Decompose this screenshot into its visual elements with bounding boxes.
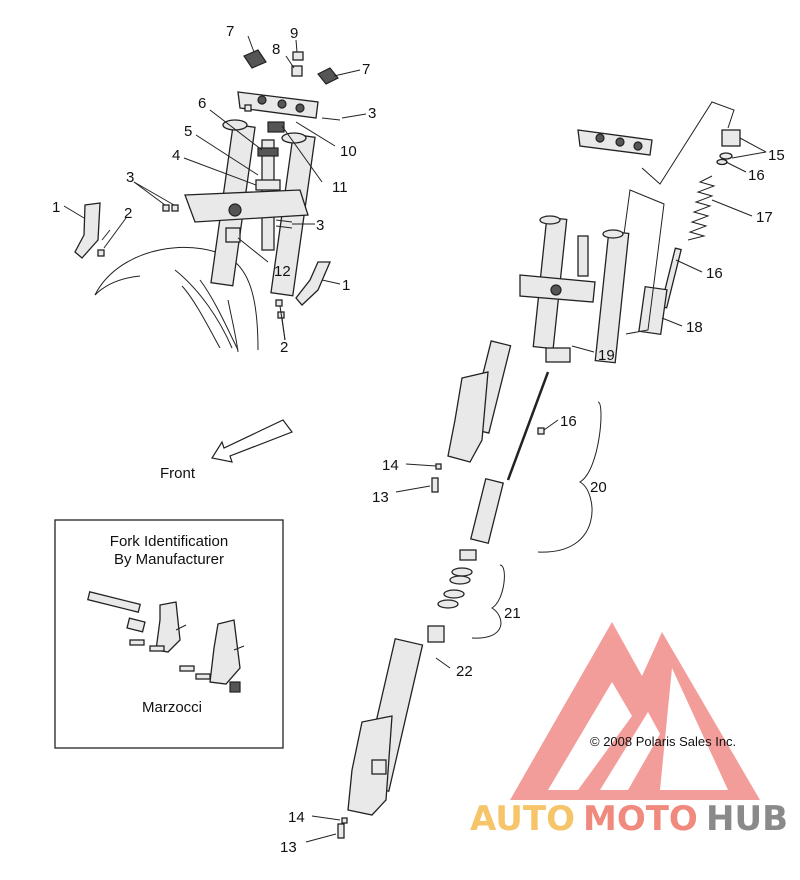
callout-11: 11 [332, 179, 348, 196]
callout-15: 15 [768, 147, 785, 164]
inset-fork-drawing [87, 591, 245, 693]
fork-spring [687, 175, 716, 241]
left-fork-assembly [74, 49, 341, 353]
watermark-logo [510, 622, 760, 800]
callout-8: 8 [272, 41, 280, 58]
callout-9: 9 [290, 25, 298, 42]
front-label: Front [160, 465, 196, 482]
callout-2-left: 2 [124, 205, 132, 222]
callout-3-a: 3 [126, 169, 134, 186]
callout-12: 12 [274, 263, 291, 280]
callout-14-upper: 14 [382, 457, 399, 474]
callout-20: 20 [590, 479, 607, 496]
callout-7-left: 7 [226, 23, 234, 40]
right-fork-assembly [337, 101, 741, 839]
fork-identification-inset: Fork Identification By Manufacturer Marz… [54, 519, 284, 749]
callout-13-lower: 13 [280, 839, 297, 856]
callout-16-c: 16 [560, 413, 577, 430]
right-leader-lines [305, 137, 767, 843]
watermark-text: AUTO MOTO HUB [470, 799, 788, 839]
callout-13-upper: 13 [372, 489, 389, 506]
copyright-text: © 2008 Polaris Sales Inc. [590, 734, 736, 749]
callout-2-right: 2 [280, 339, 288, 356]
watermark-moto: MOTO [583, 799, 698, 839]
callout-3-c: 3 [316, 217, 324, 234]
callout-1-left: 1 [52, 199, 60, 216]
callout-5: 5 [184, 123, 192, 140]
callout-1-right: 1 [342, 277, 350, 294]
callout-6: 6 [198, 95, 206, 112]
callout-21: 21 [504, 605, 521, 622]
callout-3-b: 3 [368, 105, 376, 122]
callout-4: 4 [172, 147, 180, 164]
callout-labels: 1 1 2 2 3 3 3 4 5 6 7 7 8 9 10 11 12 13 … [52, 23, 785, 856]
callout-10: 10 [340, 143, 357, 160]
callout-18: 18 [686, 319, 703, 336]
left-leader-lines [63, 35, 367, 341]
front-arrow: Front [160, 419, 293, 482]
callout-17: 17 [756, 209, 773, 226]
inset-caption: Marzocci [142, 699, 202, 716]
callout-19: 19 [598, 347, 615, 364]
watermark-hub: HUB [706, 799, 788, 839]
inset-title-line1: Fork Identification [110, 533, 228, 550]
callout-16-b: 16 [706, 265, 723, 282]
inset-title-line2: By Manufacturer [114, 551, 224, 568]
callout-14-lower: 14 [288, 809, 305, 826]
callout-7-right: 7 [362, 61, 370, 78]
watermark-auto: AUTO [470, 799, 575, 839]
callout-16-a: 16 [748, 167, 765, 184]
callout-22: 22 [456, 663, 473, 680]
